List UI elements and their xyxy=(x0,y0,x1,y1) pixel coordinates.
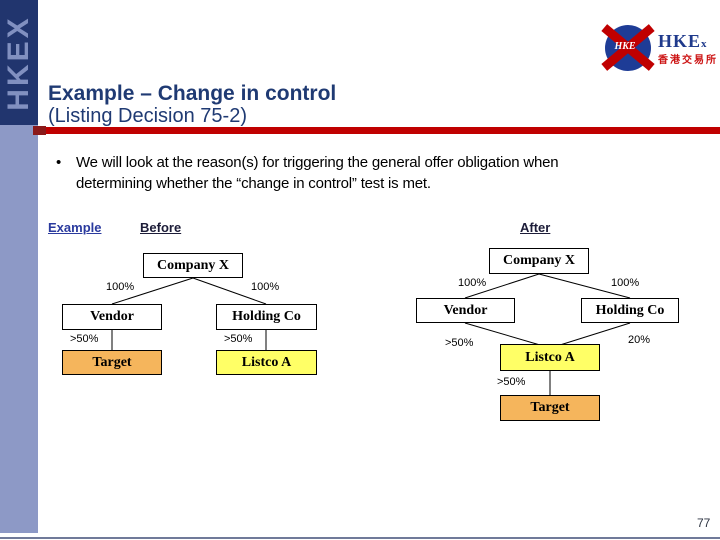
edge-label-after-listco-target: >50% xyxy=(497,376,526,388)
node-holding-co-after: Holding Co xyxy=(581,298,679,323)
node-vendor-before: Vendor xyxy=(62,304,162,330)
edge-label-after-holding-listco: 20% xyxy=(628,334,651,346)
red-divider-rule xyxy=(33,127,720,134)
bullet-point-text: We will look at the reason(s) for trigge… xyxy=(76,152,701,194)
bullet-line-2: determining whether the “change in contr… xyxy=(76,175,431,192)
page-number: 77 xyxy=(697,516,711,530)
node-vendor-after: Vendor xyxy=(416,298,515,323)
node-target-before: Target xyxy=(62,350,162,375)
slide-title: Example – Change in control xyxy=(48,82,337,105)
brand-main-text: HKE xyxy=(658,31,702,51)
hkex-brand-chinese-name: 香港交易所 xyxy=(658,55,718,66)
slide-subtitle: (Listing Decision 75-2) xyxy=(48,105,247,127)
section-label-example: Example xyxy=(48,220,102,235)
edge-label-after-company-vendor: 100% xyxy=(458,277,487,289)
node-company-x-after: Company X xyxy=(489,248,589,274)
edge-label-before-company-vendor: 100% xyxy=(106,281,135,293)
bullet-line-1: We will look at the reason(s) for trigge… xyxy=(76,154,559,171)
node-holding-co-before: Holding Co xyxy=(216,304,317,330)
sidebar-band-top xyxy=(0,0,38,125)
red-divider-tip xyxy=(33,126,46,135)
edge-label-before-holding-listco: >50% xyxy=(224,333,253,345)
edge-label-after-company-holding: 100% xyxy=(611,277,640,289)
node-company-x-before: Company X xyxy=(143,253,243,278)
edge-label-before-company-holding: 100% xyxy=(251,281,280,293)
sidebar-band-bottom xyxy=(0,125,38,533)
column-header-after: After xyxy=(520,220,551,235)
column-header-before: Before xyxy=(140,220,182,235)
hkex-brand-wordmark: HKEx xyxy=(658,31,708,52)
hkex-sidebar-wordmark: HKEX xyxy=(2,15,35,111)
bottom-rule xyxy=(0,537,720,539)
node-listco-a-after: Listco A xyxy=(500,344,600,371)
edge-label-before-vendor-target: >50% xyxy=(70,333,99,345)
hkex-logo-globe-text: HKE xyxy=(614,41,636,52)
brand-x-letter: x xyxy=(701,38,708,50)
node-listco-a-before: Listco A xyxy=(216,350,317,375)
bullet-icon: • xyxy=(56,154,62,171)
edge-label-after-vendor-listco: >50% xyxy=(445,337,474,349)
node-target-after: Target xyxy=(500,395,600,421)
